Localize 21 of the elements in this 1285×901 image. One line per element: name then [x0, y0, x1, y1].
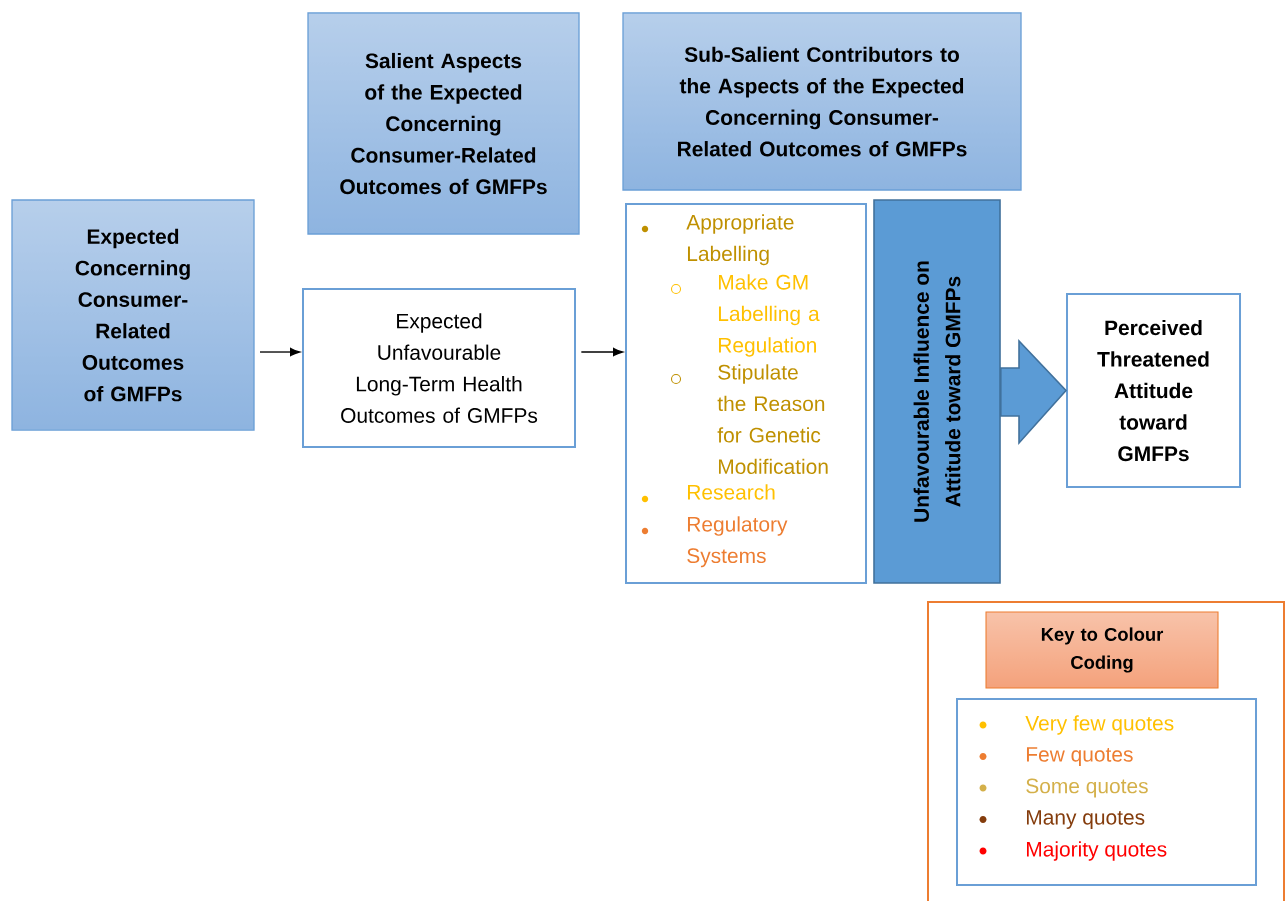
legend-text: Some quotes — [1026, 778, 1148, 798]
list-item: Regulatory Systems — [641, 516, 788, 568]
heading-box: Salient Aspects of the Expected Concerning Consumer-Related Outcomes of GMFPs — [307, 12, 580, 235]
list-item: Research — [641, 484, 775, 503]
arrow — [259, 347, 300, 357]
process-box: Perceived Threatened Attitude toward GMFPs — [1066, 293, 1241, 488]
legend-text: Many quotes — [1027, 810, 1145, 829]
list-item: Stipulate the Reason for Genetic Modification — [670, 364, 828, 475]
block-arrow — [1000, 339, 1068, 446]
influence-bar: Unfavourable Influence on Attitude toward GMFPs — [873, 199, 1001, 584]
legend-text: Very few quotes — [1025, 715, 1174, 735]
legend-text: Majority quotes — [1027, 841, 1167, 861]
list-item: Appropriate Labelling — [641, 214, 794, 266]
legend-text: Few quotes — [1027, 747, 1133, 766]
process-box: Expected Unfavourable Long-Term Health Outcomes of GMFPs — [302, 288, 576, 448]
heading-box: Expected Concerning Consumer-Related Outcomes of GMFPs — [11, 199, 255, 431]
list-item: Make GM Labelling a Regulation — [670, 274, 820, 357]
legend-title-box: Key to Colour Coding — [985, 611, 1219, 689]
legend-frame — [927, 601, 1285, 901]
arrow — [580, 347, 623, 357]
heading-box: Sub-Salient Contributors to the Aspects of the Expected Concerning Consumer-Related Outcomes of GMFPs — [622, 12, 1022, 191]
